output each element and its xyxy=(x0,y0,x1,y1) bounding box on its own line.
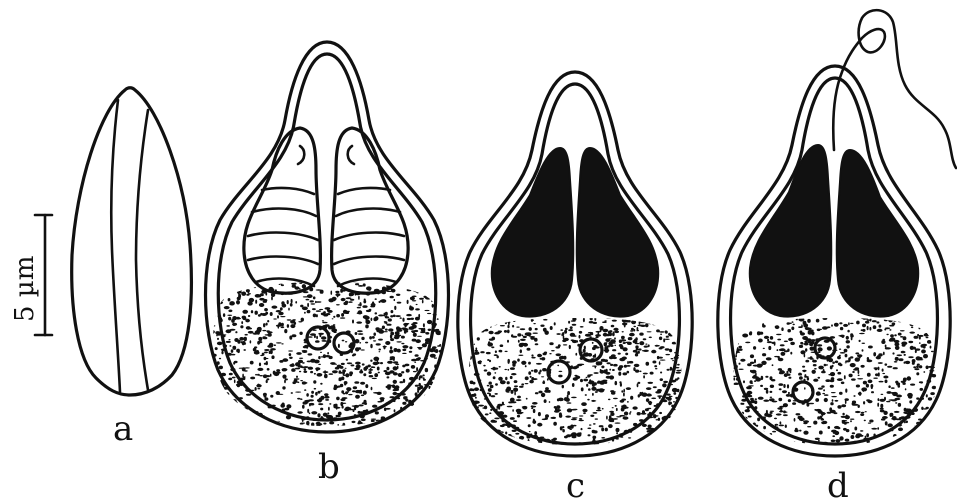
panel-label-b: b xyxy=(318,447,340,487)
panel-label-c: c xyxy=(566,466,585,501)
sporoplasm-b xyxy=(209,279,447,432)
spore-b xyxy=(206,42,449,432)
spore-a xyxy=(72,88,192,395)
spore-d xyxy=(718,10,956,456)
panel-label-a: a xyxy=(113,409,133,449)
sporoplasm-c xyxy=(463,316,692,449)
scale-bar-label: 5 µm xyxy=(10,256,40,322)
panel-label-d: d xyxy=(827,466,849,501)
spore-c xyxy=(458,72,692,456)
scale-bar: 5 µm xyxy=(10,215,52,335)
